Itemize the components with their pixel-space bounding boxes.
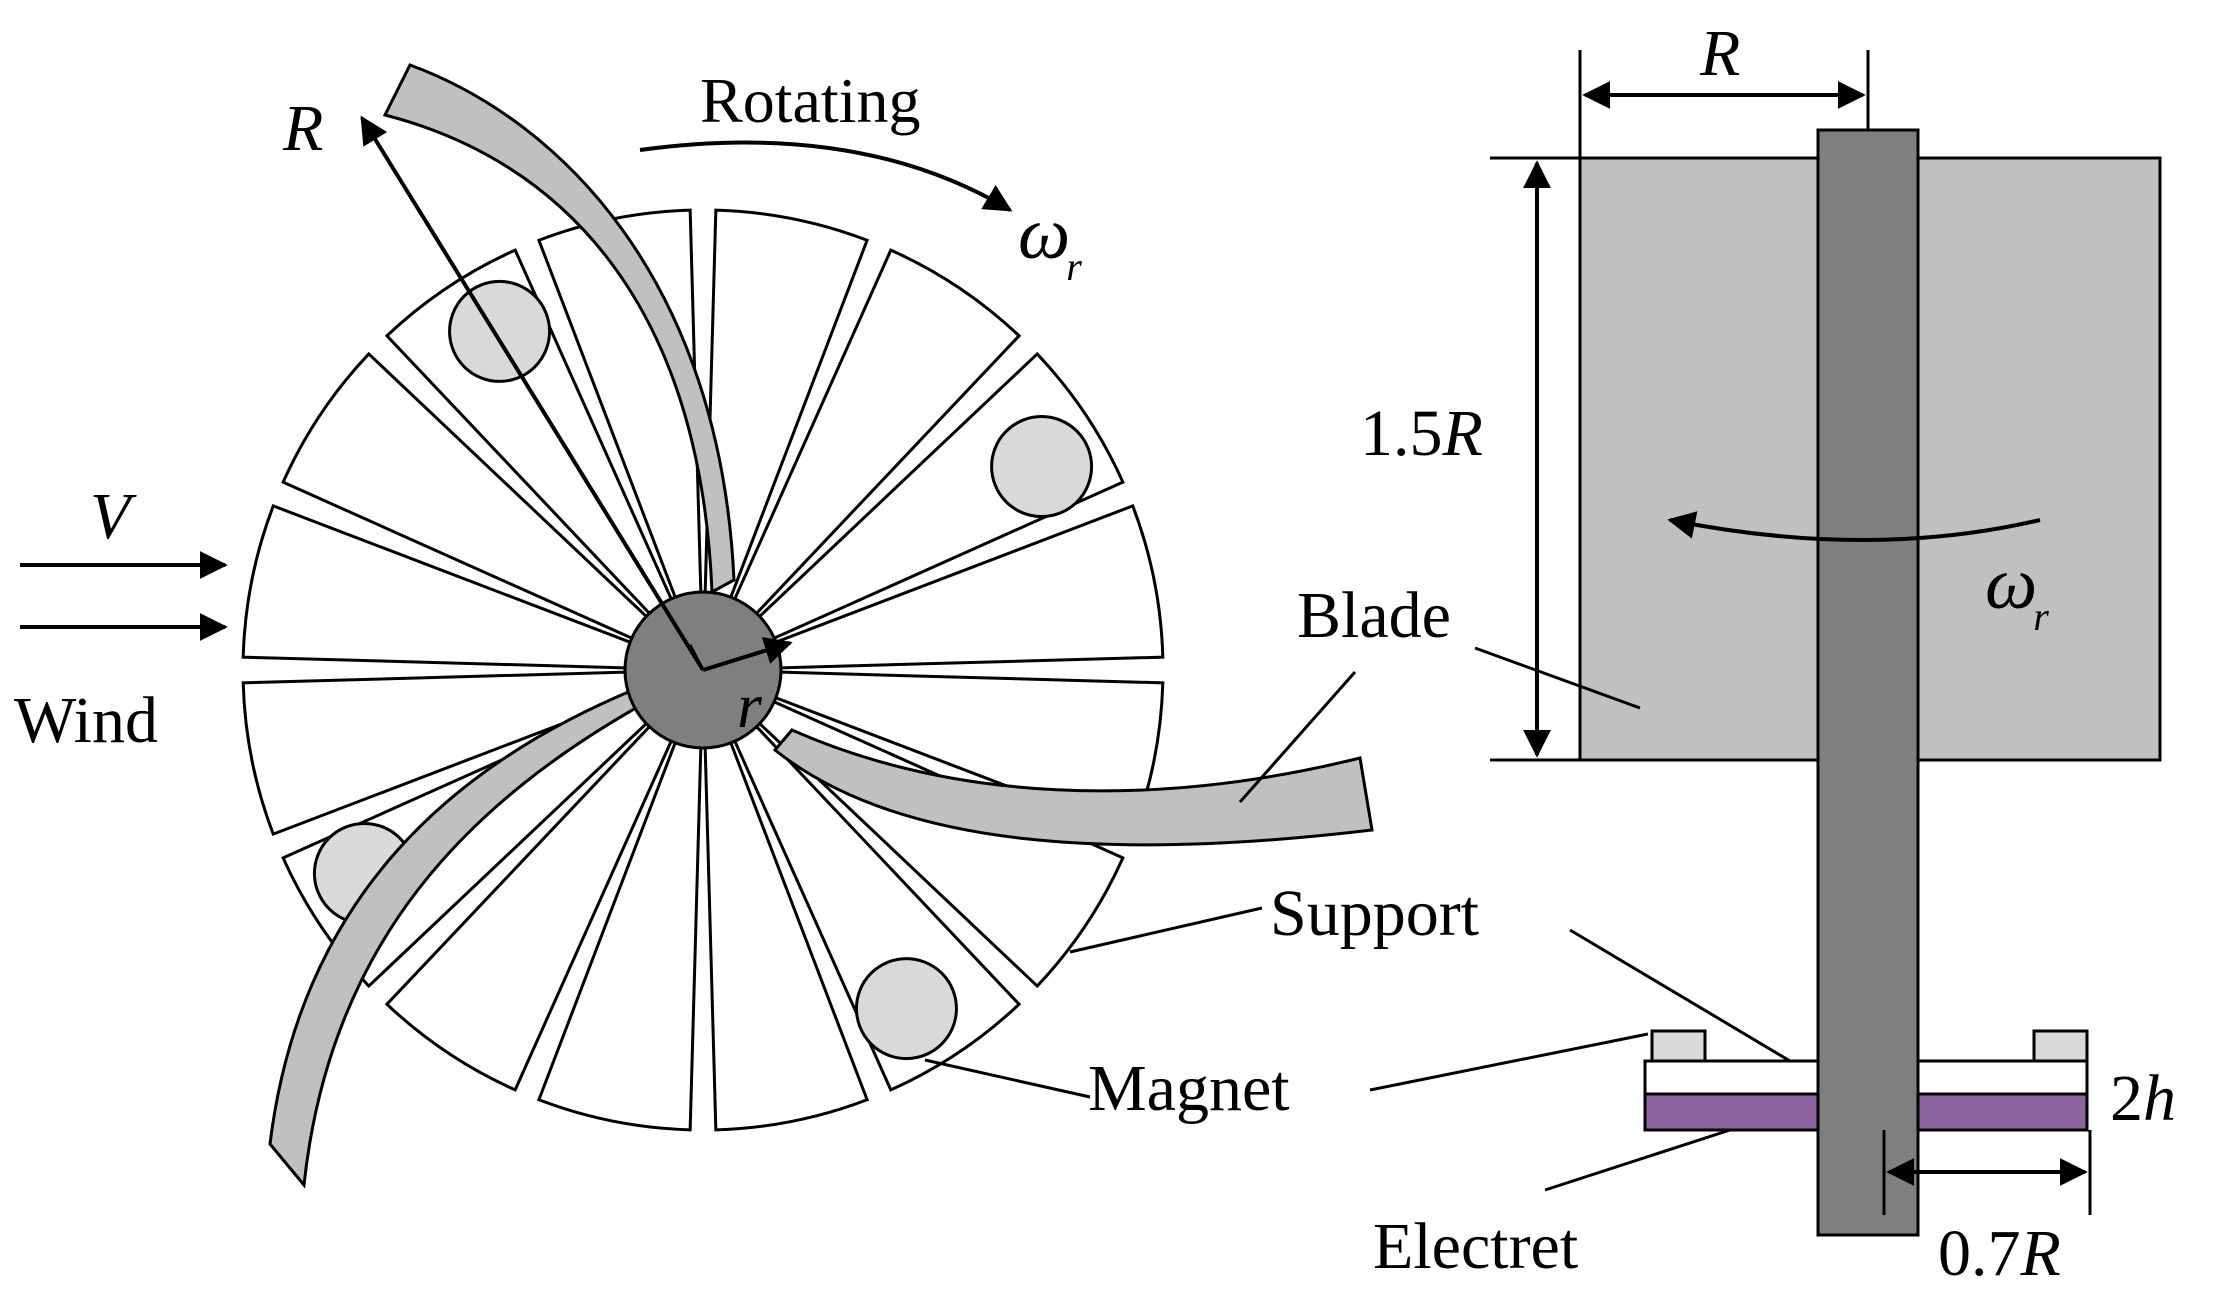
wind-speed-label: V [90,480,137,553]
offset-dim-var: R [2020,1217,2061,1290]
support-sector [703,741,870,1132]
support-sector [241,503,632,670]
r-dim-label: R [1699,17,1740,90]
magnet-disc [854,957,958,1061]
omega-label-right: ωr [1985,543,2049,639]
rotation-arrow [639,140,1013,212]
omega-label-left: ωr [1018,193,1082,289]
support-sector [774,503,1165,670]
magnet-disc [990,415,1094,519]
radius-arrow [360,115,705,672]
support-sector [536,741,703,1132]
support-sector [384,724,674,1092]
shaft [1816,128,1920,1237]
electret-label: Electret [1373,1210,1578,1283]
blade-upper [382,63,736,595]
support-leader-left [1069,906,1263,954]
thickness-var: h [2143,1062,2176,1135]
offset-dim-num: 0.7 [1938,1217,2021,1290]
magnet-disc [448,279,552,383]
blade-right [772,728,1374,847]
height-dim-label: 1.5R [1360,397,1483,470]
blade-label: Blade [1297,579,1451,652]
offset-dim-label: 0.7R [1938,1217,2061,1290]
blade-lower-left [268,677,661,1189]
magnet-leader-side [1369,1032,1649,1092]
thickness-label: 2h [2110,1062,2176,1135]
magnet-side-right [2032,1029,2089,1063]
rotating-label: Rotating [700,65,920,136]
support-sector [703,208,870,599]
support-sector [281,351,649,641]
hub-radius-arrow [702,637,793,672]
support-sector [732,248,1022,616]
omega-subscript-right: r [2033,594,2049,639]
hub-radius-label: r [737,670,763,741]
magnet-side-left [1650,1029,1707,1063]
omega-subscript: r [1066,244,1082,289]
blade-leader [1238,671,1357,803]
height-dim-var: R [1442,397,1483,470]
omega-symbol-right: ω [1985,543,2037,625]
support-leader [1569,928,1791,1063]
support-label: Support [1270,877,1479,950]
height-dim-num: 1.5 [1360,397,1443,470]
magnet-leader [924,1058,1091,1099]
thickness-num: 2 [2110,1062,2143,1135]
blade-leader-side [1474,646,1641,710]
side-rotation-arrow [1667,511,2041,542]
side-view: R 1.5R ωr 2h 0.7R [1360,17,2176,1290]
electret-leader [1544,1128,1731,1192]
wind-label: Wind [14,684,158,757]
radius-label: R [282,92,323,165]
omega-symbol: ω [1018,193,1070,275]
support-sector [241,670,632,837]
magnet-label: Magnet [1088,1052,1290,1125]
rotor-top-view: R Rotating ωr V Wind r Blade Support Mag… [14,63,1578,1283]
